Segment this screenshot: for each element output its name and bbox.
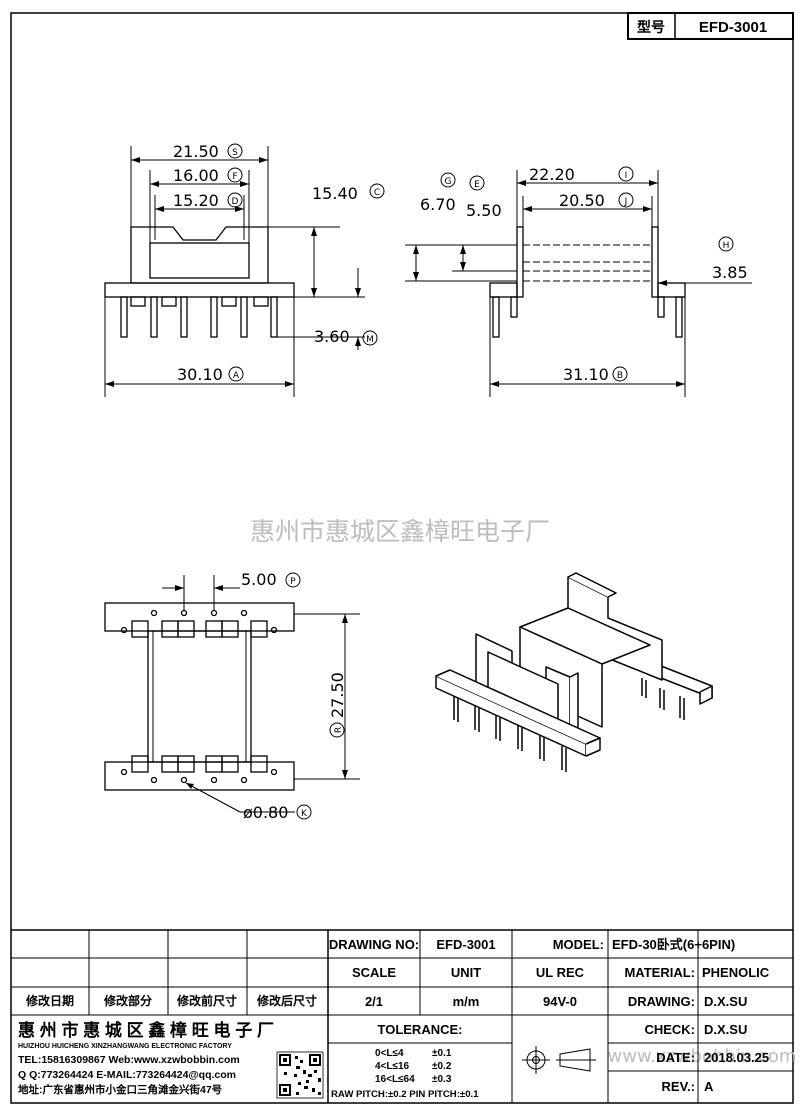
tol-value-1: ±0.1: [432, 1048, 452, 1059]
check-label: CHECK:: [644, 1022, 695, 1037]
dim-H-value: 3.85: [712, 263, 748, 282]
tol-range-1: 0<L≤4: [375, 1048, 404, 1059]
sheet-border: [10, 12, 794, 1104]
ul-value: 94V-0: [543, 994, 577, 1009]
dim-S-value: 21.50: [173, 142, 219, 161]
dim-C-letter: C: [374, 188, 380, 198]
dim-S-letter: S: [232, 148, 238, 158]
dim-K-circle: [296, 804, 312, 820]
projection-symbol-icon: [522, 1046, 596, 1074]
dim-P-circle: [285, 572, 301, 588]
dim-R-value: 27.50: [328, 672, 347, 718]
dim-A-value: 30.10: [177, 365, 223, 384]
tol-value-2: ±0.2: [432, 1061, 452, 1072]
rev-header-part: 修改部分: [103, 993, 152, 1008]
header-type-label: 型号: [637, 19, 665, 35]
dim-M-letter: M: [366, 335, 374, 345]
front-view: [104, 146, 365, 397]
tol-range-3: 16<L≤64: [375, 1074, 415, 1085]
dim-B-value: 31.10: [563, 365, 609, 384]
dim-D-letter: D: [232, 197, 239, 207]
date-value: 2018.03.25: [704, 1050, 769, 1065]
qr-code-icon: [276, 1051, 324, 1099]
company-address: 地址:广东省惠州市小金口三角滩金兴街47号: [18, 1083, 222, 1096]
header-model-code: EFD-3001: [699, 19, 767, 36]
rev-label: REV.:: [662, 1079, 695, 1094]
pitch-tolerance: RAW PITCH:±0.2 PIN PITCH:±0.1: [331, 1089, 479, 1100]
model-value: EFD-30卧式(6+6PIN): [612, 937, 735, 952]
dim-B-circle: [612, 366, 628, 382]
title-block-grid: [11, 929, 793, 1103]
rev-header-before: 修改前尺寸: [176, 993, 237, 1008]
material-value: PHENOLIC: [702, 965, 770, 980]
dim-E-letter: E: [474, 180, 480, 190]
dim-P-letter: P: [290, 577, 296, 587]
rev-value: A: [704, 1079, 714, 1094]
drawing-label: DRAWING:: [628, 994, 695, 1009]
dim-J-letter: J: [624, 197, 628, 207]
dim-R-group: 27.50 R: [328, 672, 347, 738]
drawing-no-value: EFD-3001: [436, 937, 495, 952]
dim-F-value: 16.00: [173, 166, 219, 185]
dim-C-circle: [369, 183, 385, 199]
watermark-company: 惠州市惠城区鑫樟旺电子厂: [250, 517, 550, 546]
rev-header-after: 修改后尺寸: [256, 993, 317, 1008]
dim-D-circle: [227, 192, 243, 208]
dim-G-circle: [440, 172, 456, 188]
dim-B-letter: B: [617, 371, 623, 381]
bottom-view-arrows: [175, 585, 348, 789]
dim-E-value: 5.50: [466, 201, 502, 220]
bottom-view: [104, 575, 360, 813]
dim-P-value: 5.00: [241, 570, 277, 589]
dim-G-letter: G: [445, 177, 452, 187]
dim-E-circle: [469, 175, 485, 191]
dim-H-letter: H: [723, 241, 730, 251]
dim-M-circle: [362, 330, 378, 346]
rev-header-date: 修改日期: [25, 993, 74, 1008]
dim-J-value: 20.50: [559, 191, 605, 210]
unit-label: UNIT: [451, 965, 481, 980]
dim-I-circle: [618, 166, 634, 182]
company-name-en: HUIZHOU HUICHENG XINZHANGWANG ELECTRONIC…: [18, 1043, 232, 1050]
unit-value: m/m: [453, 994, 480, 1009]
front-view-arrows: [105, 157, 361, 387]
dim-F-letter: F: [232, 172, 237, 182]
company-qq: Q Q:773264424 E-MAIL:773264424@qq.com: [18, 1069, 236, 1081]
dim-M-value: 3.60: [314, 327, 350, 346]
ul-label: UL REC: [536, 965, 585, 980]
dim-G-value: 6.70: [420, 195, 456, 214]
tol-range-2: 4<L≤16: [375, 1061, 410, 1072]
drawing-no-label: DRAWING NO:: [329, 937, 419, 952]
drawing-by-value: D.X.SU: [704, 994, 747, 1009]
check-by-value: D.X.SU: [704, 1022, 747, 1037]
dim-I-value: 22.20: [529, 165, 575, 184]
dim-J-circle: [618, 192, 634, 208]
model-label: MODEL:: [553, 937, 604, 952]
dim-K-letter: K: [301, 809, 308, 819]
tol-value-3: ±0.3: [432, 1074, 452, 1085]
dim-D-value: 15.20: [173, 191, 219, 210]
side-view-arrows: [413, 180, 685, 387]
dim-F-circle: [227, 167, 243, 183]
material-label: MATERIAL:: [624, 965, 695, 980]
dim-A-circle: [228, 366, 244, 382]
scale-label: SCALE: [352, 965, 396, 980]
dim-R-letter: R: [334, 727, 344, 733]
isometric-view: [435, 572, 713, 772]
dim-R-circle: [329, 722, 345, 738]
date-label: DATE:: [656, 1050, 695, 1065]
dim-C-value: 15.40: [312, 184, 358, 203]
company-tel: TEL:15816309867 Web:www.xzwbobbin.com: [18, 1054, 240, 1066]
dim-K-value: ø0.80: [243, 803, 288, 822]
dim-A-letter: A: [233, 371, 240, 381]
watermark-url: www.xzwbobbin.com: [608, 1046, 797, 1067]
dim-H-circle: [718, 236, 734, 252]
tolerance-label: TOLERANCE:: [378, 1022, 463, 1037]
side-view: [405, 170, 752, 397]
dim-I-letter: I: [625, 171, 628, 181]
scale-value: 2/1: [365, 994, 383, 1009]
company-name-cn: 惠 州 市 惠 城 区 鑫 樟 旺 电 子 厂: [18, 1020, 274, 1040]
dim-S-circle: [227, 143, 243, 159]
